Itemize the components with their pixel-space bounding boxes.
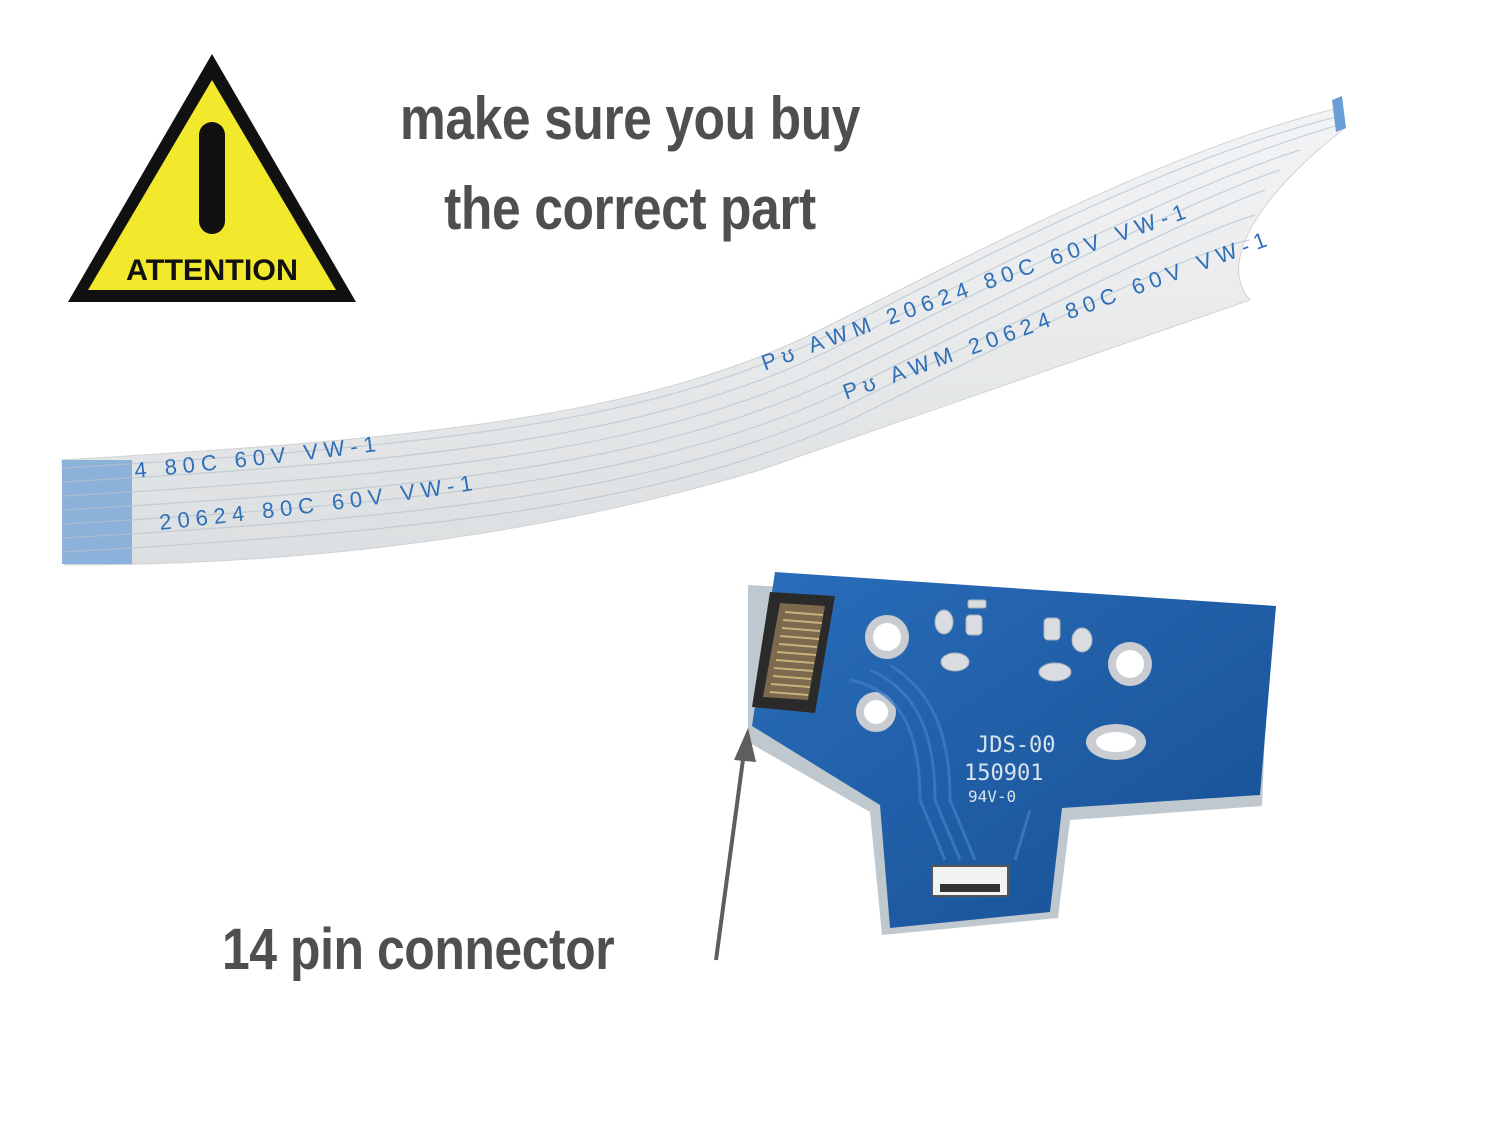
charging-port-board: JDS-00 150901 94V-0: [748, 572, 1276, 935]
fpc-connector-14pin: [752, 592, 835, 713]
headline-line-2: the correct part: [444, 175, 816, 242]
mounting-holes: [856, 615, 1152, 760]
exclamation-bar-icon: [199, 122, 225, 234]
cable-contacts-left: [62, 460, 132, 564]
cable-body: [61, 107, 1346, 566]
bottom-connector-5pin: [931, 865, 1009, 897]
callout-arrow: [714, 728, 756, 961]
solder-pads: [934, 599, 1093, 682]
connector-label: 14 pin connector: [222, 917, 615, 982]
headline: make sure you buy the correct part: [398, 74, 862, 254]
headline-line-1: make sure you buy: [399, 85, 861, 152]
pcb-silkscreen-line-1: JDS-00: [976, 733, 1055, 758]
attention-warning-sign: ATTENTION: [68, 54, 356, 302]
pcb-silkscreen-line-3: 94V-0: [968, 787, 1016, 806]
pcb-silkscreen-line-2: 150901: [964, 761, 1043, 786]
cable-contacts-right: [1332, 96, 1346, 132]
warning-label: ATTENTION: [126, 254, 298, 287]
pcb-traces: [849, 663, 1032, 861]
cable-conductor-lines: [61, 115, 1343, 553]
